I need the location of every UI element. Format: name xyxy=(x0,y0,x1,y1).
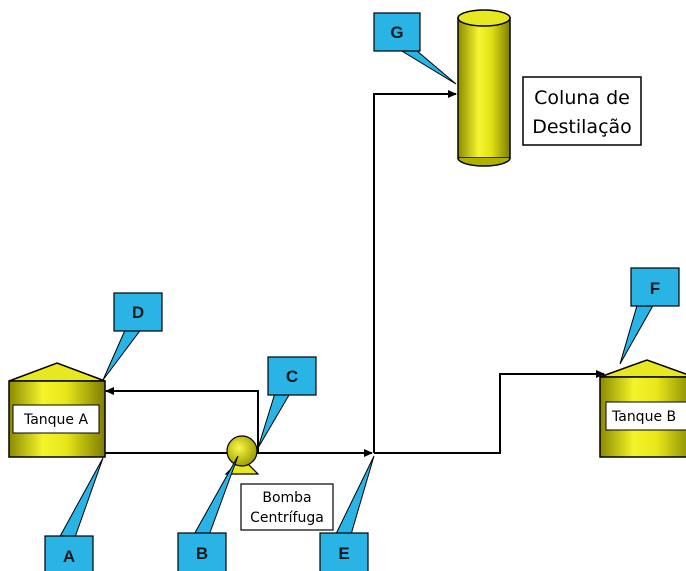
line-junction-to-column xyxy=(373,90,457,453)
tank-b-roof xyxy=(599,359,686,378)
callout-g: G xyxy=(373,12,457,85)
column-bottom xyxy=(457,157,511,167)
callout-e-label: E xyxy=(338,544,349,563)
tank-b-label-box xyxy=(605,401,686,431)
column-label-box: Coluna de Destilação xyxy=(522,76,642,146)
line-junction-to-tank-b xyxy=(374,370,605,454)
column-label-line2: Destilação xyxy=(532,116,632,138)
pump-label-line1: Bomba xyxy=(262,490,311,506)
flow-lines xyxy=(104,90,605,457)
pump-label-box: Bomba Centrífuga xyxy=(240,483,334,531)
callout-c: C xyxy=(257,356,317,449)
line-recirculation-to-tank-a xyxy=(105,387,259,453)
callout-a-label: A xyxy=(63,547,75,566)
column-body xyxy=(457,17,511,159)
tank-a-roof xyxy=(8,362,106,382)
callout-a: A xyxy=(44,457,104,571)
tank-b-label: Tanque B xyxy=(611,409,676,425)
callout-b: B xyxy=(177,455,239,571)
callout-e: E xyxy=(319,455,375,571)
callout-f: F xyxy=(619,267,680,365)
column-top xyxy=(457,9,511,27)
tank-a-label: Tanque A xyxy=(23,412,89,428)
tank-a: Tanque A xyxy=(8,362,106,458)
centrifugal-pump xyxy=(224,435,260,475)
distillation-column xyxy=(457,9,511,167)
callout-d-label: D xyxy=(132,303,144,322)
pump-label-line2: Centrífuga xyxy=(250,510,324,526)
tank-a-label-box xyxy=(12,404,100,434)
column-label-line1: Coluna de xyxy=(534,87,630,109)
pump-casing xyxy=(226,435,258,467)
tank-b: Tanque B xyxy=(599,359,686,458)
callout-c-label: C xyxy=(286,367,298,386)
callout-b-label: B xyxy=(196,544,208,563)
callout-g-label: G xyxy=(390,23,403,42)
callout-d: D xyxy=(102,292,163,381)
callout-f-label: F xyxy=(650,279,660,298)
